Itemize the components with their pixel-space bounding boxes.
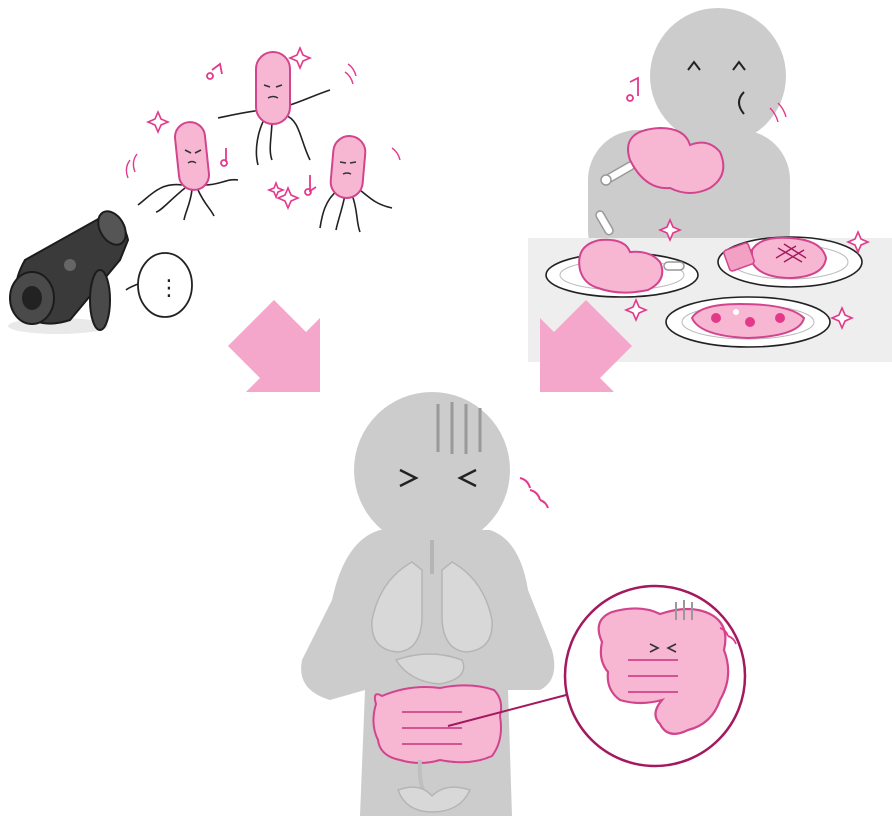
- bacteria-icon: [138, 121, 238, 220]
- speech-bubble-text: ⋮: [158, 276, 180, 301]
- magnifier-circle-icon: [565, 586, 745, 766]
- bacteria-icon: [320, 135, 392, 232]
- bacteria-group: [126, 48, 400, 232]
- arrow-down-right-icon: [228, 300, 320, 392]
- speech-bubble-icon: ⋮: [126, 253, 192, 317]
- music-note-icon: [627, 78, 638, 101]
- bacteria-icon: [218, 52, 330, 165]
- cannon-icon: [8, 206, 131, 334]
- person-pain-icon: [301, 392, 570, 816]
